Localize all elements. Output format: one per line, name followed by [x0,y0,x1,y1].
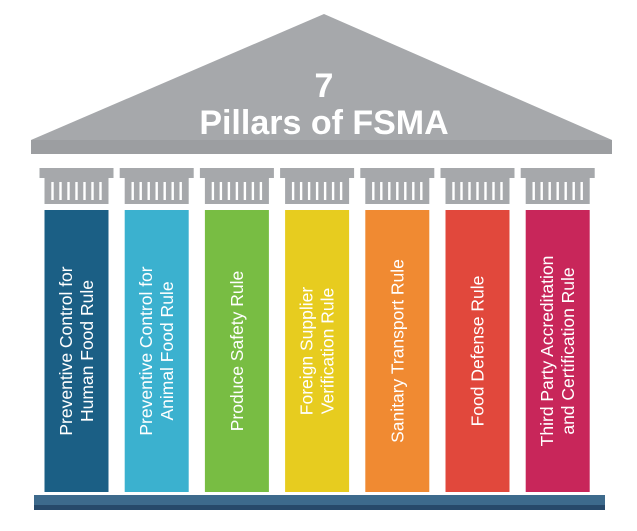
pillar-flute-groove [412,182,415,200]
pillar-flute-groove [452,182,455,200]
pillar-label-line: and Certification Rule [558,267,578,434]
pillar-capital [360,168,435,178]
pillar-label-line: Verification Rule [318,288,338,414]
pillar-flute-groove [67,182,70,200]
pillar-label: Preventive Control forAnimal Food Rule [136,266,177,435]
pillar-capital [280,168,355,178]
pillar-flute-groove [75,182,78,200]
pillar-flute-groove [331,182,335,200]
pillar-shaft [204,210,269,492]
pillar-shaft [44,210,109,492]
pillar-label-line: Produce Safety Rule [227,271,247,432]
pillar-flute-groove [227,182,231,200]
pillar-flute-groove [339,182,343,200]
pillar-flute-groove [580,182,583,200]
pillar-shaft [525,210,590,492]
pillar-capital [39,168,114,178]
pillar: Preventive Control forAnimal Food Rule [119,168,194,492]
pillar-flute-groove [155,182,158,200]
pillar-flute-groove [564,182,567,200]
pillar-label-line: Sanitary Transport Rule [387,259,407,443]
pillar-flute-groove [492,182,495,200]
pillar-label-line: Foreign Supplier [297,287,317,416]
pillar-flute-groove [468,182,471,200]
pillar-flute-groove [476,182,479,200]
pillar-shaft [285,210,350,492]
pillar-label-line: Human Food Rule [77,280,97,422]
pillar-label-line: Preventive Control for [56,266,76,435]
temple-base-shadow [34,505,605,510]
pillar: Preventive Control forHuman Food Rule [39,168,114,492]
roof-entablature [31,140,612,154]
pillar-flute-groove [171,182,174,200]
pillar-capital [440,168,515,178]
pillar-flute-groove [131,182,134,200]
pillar-shaft [445,210,510,492]
pillar: Produce Safety Rule [199,168,274,492]
pillar-shaft [365,210,430,492]
pillar-flute-groove [323,182,327,200]
pillar-flute-groove [91,182,94,200]
pillar: Sanitary Transport Rule [360,168,435,492]
pillar-label-line: Third Party Accreditation [537,256,557,447]
pillar-flute-groove [83,182,86,200]
pillar-flute-groove [572,182,575,200]
pillar-flute-groove [404,182,407,200]
pillar-label: Sanitary Transport Rule [387,259,407,443]
roof-title: Pillars of FSMA [199,104,448,142]
pillar-flute-groove [163,182,166,200]
pillar-capital [520,168,595,178]
pillar-flute-groove [259,182,263,200]
pillar-flute-groove [299,182,303,200]
pillar-shaft [124,210,189,492]
pillar-flute-groove [380,182,383,200]
pillar-flute-groove [388,182,391,200]
pillar-flute-groove [500,182,503,200]
pillar-flute-groove [532,182,535,200]
pillar-flute-groove [179,182,182,200]
pillar: Third Party Accreditationand Certificati… [520,168,595,492]
pillar-flute-groove [315,182,319,200]
pillar-flute-groove [396,182,399,200]
pillar-label: Third Party Accreditationand Certificati… [537,256,578,447]
pillar-flute-groove [540,182,543,200]
pillar-capital [199,168,274,178]
pillar: Food Defense Rule [440,168,515,492]
pillar-flute-groove [147,182,150,200]
pillar-label-line: Preventive Control for [136,266,156,435]
pillar-flute-groove [291,182,295,200]
pillar-label: Preventive Control forHuman Food Rule [56,266,97,435]
pillar-flute-groove [211,182,215,200]
pillar-flute-groove [51,182,54,200]
pillar: Foreign SupplierVerification Rule [280,168,355,492]
pillar-flute-groove [484,182,487,200]
pillar-flute-groove [219,182,223,200]
roof-number: 7 [315,67,334,105]
pillar-label-line: Food Defense Rule [468,276,488,427]
pillar-label: Food Defense Rule [468,276,488,427]
pillar-flute-groove [99,182,102,200]
pillar-flute-groove [59,182,62,200]
pillar-label: Foreign SupplierVerification Rule [297,287,338,416]
pillar-flute-groove [251,182,255,200]
pillar-flute-groove [420,182,423,200]
pillar-flute-groove [307,182,311,200]
pillar-flute-groove [460,182,463,200]
pillar-flute-groove [235,182,239,200]
pillar-label: Produce Safety Rule [227,271,247,432]
pillar-flute-groove [372,182,375,200]
pillar-flute-groove [243,182,247,200]
pillar-flute-groove [548,182,551,200]
roof-pediment [31,14,612,140]
pillar-flute-groove [556,182,559,200]
pillar-label-line: Animal Food Rule [157,281,177,420]
pillar-flute-groove [139,182,142,200]
temple-base [34,495,605,505]
pillar-capital [119,168,194,178]
